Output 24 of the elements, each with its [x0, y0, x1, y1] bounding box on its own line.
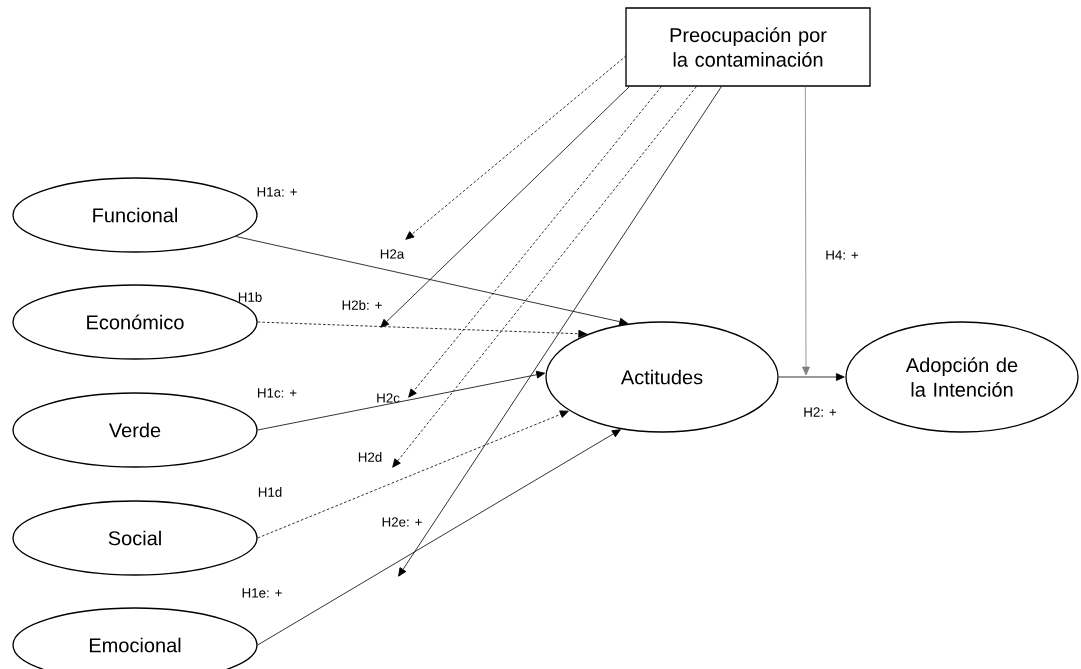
arrow: [235, 236, 629, 326]
arrow: [257, 429, 621, 646]
moderator-box: Preocupación por la contaminación: [625, 7, 871, 87]
edge-label: H1a: +: [257, 187, 297, 197]
arrow: [802, 86, 810, 376]
edge-label: H2: +: [804, 407, 837, 417]
arrow: [398, 86, 722, 577]
edge-label: H2d: [358, 452, 382, 462]
arrow: [380, 86, 630, 328]
edge-label: H1d: [258, 487, 282, 497]
arrow: [778, 373, 845, 381]
edge-label: H2a: [380, 249, 405, 259]
edge-label: H1e: +: [242, 588, 282, 598]
arrow: [408, 86, 662, 398]
arrow: [405, 55, 627, 240]
edge-label: H2e: +: [382, 517, 422, 527]
arrow: [392, 86, 697, 468]
edge-label: H4: +: [826, 250, 859, 260]
edge-label: H2c: [377, 393, 400, 403]
arrow: [257, 321, 588, 338]
edge-label: H1c: +: [258, 388, 297, 398]
edge-label: H2b: +: [342, 300, 382, 310]
arrow: [257, 370, 546, 431]
arrow: [257, 410, 569, 539]
